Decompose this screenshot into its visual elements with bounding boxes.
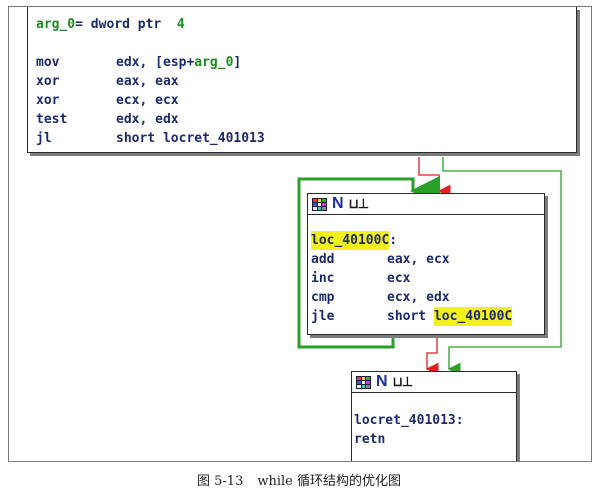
edge-loop-back — [297, 176, 440, 349]
edge-entry-to-exit-true — [442, 157, 562, 376]
instruction-row[interactable]: jl short locret_401013 — [36, 129, 576, 148]
mnemonic: xor — [36, 74, 60, 89]
mnemonic: add — [311, 252, 335, 267]
mnemonic: cmp — [311, 290, 335, 305]
arg-definition: arg_0= dword ptr 4 — [36, 15, 576, 34]
figure-title: while 循环结构的优化图 — [257, 474, 401, 489]
figure-number: 图 5-13 — [197, 474, 244, 489]
operands: ecx — [387, 271, 411, 286]
mnemonic: test — [36, 112, 68, 127]
node-name-icon[interactable]: N — [332, 195, 344, 212]
instruction-row[interactable]: mov edx, [esp+arg_0] — [36, 53, 576, 72]
operands: edx, edx — [116, 112, 179, 127]
operands: ecx, edx — [387, 290, 450, 305]
loop-block[interactable]: N ⊔⊥ loc_40100C: add eax, ecx inc ecx cmp e… — [307, 193, 545, 335]
edge-entry-to-loop-false — [418, 157, 451, 198]
mnemonic: xor — [36, 93, 60, 108]
graph-color-icon[interactable] — [356, 375, 371, 389]
instruction-row[interactable]: inc ecx — [311, 269, 544, 288]
exit-block[interactable]: N ⊔⊥ locret_401013: retn — [351, 371, 517, 461]
node-titlebar[interactable]: N ⊔⊥ — [352, 372, 516, 393]
figure-caption: 图 5-13 while 循环结构的优化图 — [0, 470, 598, 489]
operands: ecx, ecx — [116, 93, 179, 108]
operands: short — [387, 309, 434, 324]
arg-name[interactable]: arg_0 — [36, 17, 76, 32]
exit-label-row[interactable]: locret_401013: — [354, 411, 516, 430]
node-name-icon[interactable]: N — [376, 373, 388, 390]
mnemonic: jle — [311, 309, 335, 324]
instruction-row[interactable]: test edx, edx — [36, 110, 576, 129]
operands-end: ] — [233, 55, 242, 70]
instruction-row[interactable]: xor ecx, ecx — [36, 91, 576, 110]
graph-edges — [297, 157, 562, 376]
loop-label-row[interactable]: loc_40100C: — [311, 231, 398, 250]
graph-color-icon[interactable] — [312, 197, 327, 211]
instruction-row[interactable]: jle short loc_40100C — [311, 307, 544, 326]
operands: edx, [esp+ — [116, 55, 195, 70]
operands: eax, ecx — [387, 252, 450, 267]
node-titlebar[interactable]: N ⊔⊥ — [308, 194, 544, 215]
jump-target[interactable]: loc_40100C — [433, 307, 513, 326]
mnemonic: inc — [311, 271, 335, 286]
loop-label[interactable]: loc_40100C — [311, 231, 390, 250]
operands: eax, eax — [116, 74, 179, 89]
instruction-row[interactable]: cmp ecx, edx — [311, 288, 544, 307]
edge-loop-to-exit-false — [425, 333, 439, 376]
mnemonic: retn — [354, 432, 386, 447]
arg-type: = dword ptr — [75, 17, 177, 32]
arg-offset: 4 — [176, 17, 185, 32]
instruction-row[interactable]: retn — [354, 430, 516, 449]
instruction-row[interactable]: xor eax, eax — [36, 72, 576, 91]
exit-label[interactable]: locret_401013: — [354, 413, 464, 428]
instruction-row[interactable]: add eax, ecx — [311, 250, 544, 269]
collapse-node-icon[interactable]: ⊔⊥ — [348, 196, 369, 211]
mnemonic: mov — [36, 55, 60, 70]
jump-target[interactable]: short locret_401013 — [116, 131, 265, 146]
mnemonic: jl — [36, 131, 52, 146]
operand-arg-ref[interactable]: arg_0 — [194, 55, 234, 70]
collapse-node-icon[interactable]: ⊔⊥ — [392, 374, 413, 389]
